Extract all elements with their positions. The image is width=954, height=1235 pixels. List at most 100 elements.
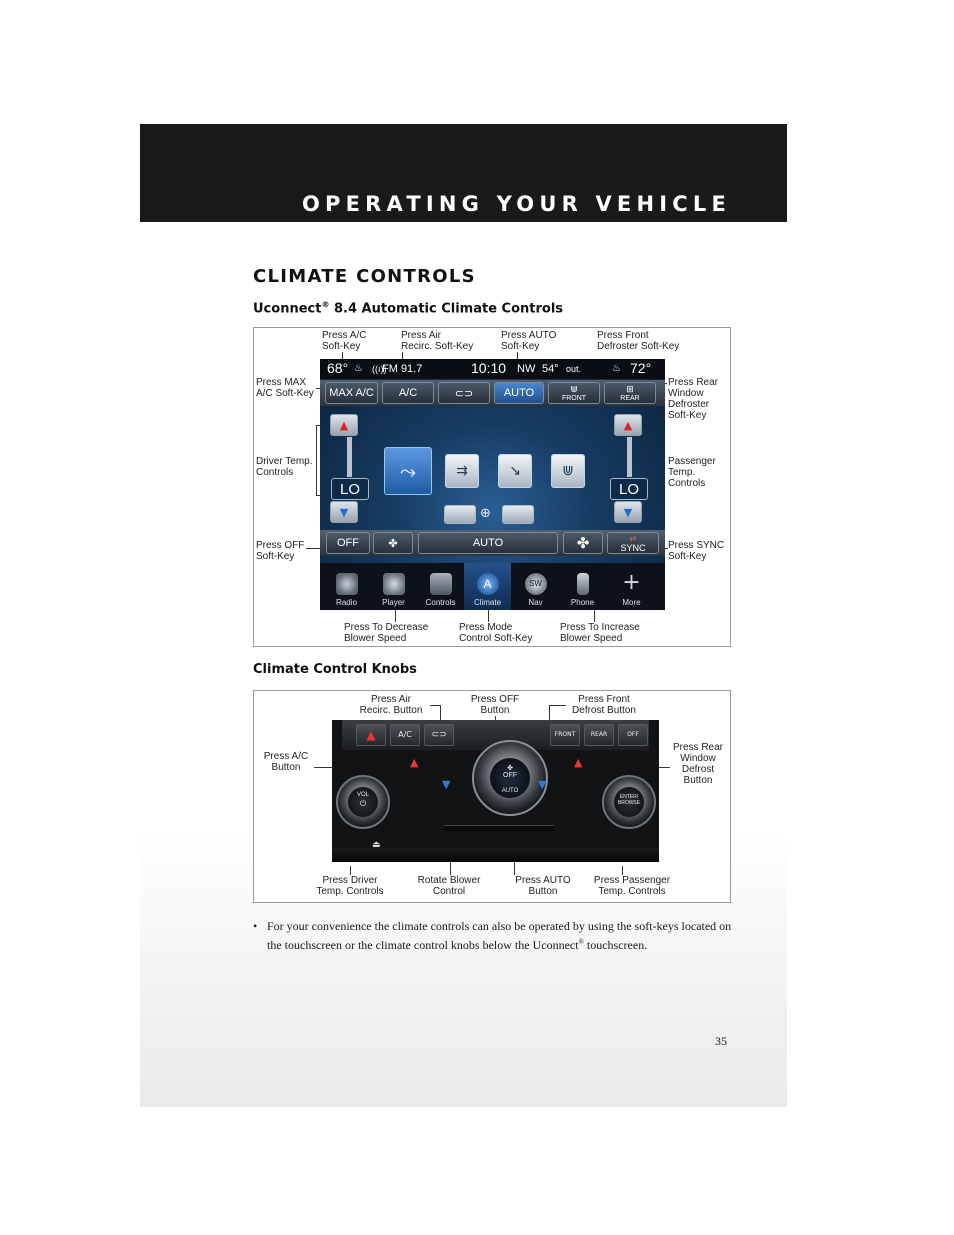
down-arrow-icon: ▼ <box>623 505 633 519</box>
leader-line <box>316 425 317 495</box>
passenger-temp-up-button[interactable]: ▲ <box>614 414 642 436</box>
sync-softkey[interactable]: ⇄SYNC <box>607 532 659 554</box>
leader-line <box>350 866 351 875</box>
climate-knobs-photo: ▲ A/C ⊂⊃ FRONT REAR OFF VOL ⏻ ENTER/ BRO… <box>332 720 659 862</box>
enter-browse-knob[interactable]: ENTER/ BROWSE <box>602 775 656 829</box>
section-title: CLIMATE CONTROLS <box>253 266 476 287</box>
leader-line <box>440 705 441 730</box>
front-defrost-softkey[interactable]: ⋓FRONT <box>548 382 600 404</box>
fan-small-icon: ✤ <box>388 537 398 550</box>
seated-airflow-bilevel-icon: ⇉ <box>456 463 468 479</box>
nav-phone[interactable]: Phone <box>559 563 606 610</box>
climate-softkey-row: MAX A/C A/C ⊂⊃ AUTO ⋓FRONT ⊞REAR <box>320 380 665 406</box>
hazard-button[interactable]: ▲ <box>356 724 386 746</box>
driver-temp-up-button[interactable]: ▲ <box>330 414 358 436</box>
recirc-softkey[interactable]: ⊂⊃ <box>438 382 490 404</box>
passenger-temp-down-button[interactable]: ▼ <box>614 501 642 523</box>
radio-icon: ((ı)) <box>372 364 387 374</box>
driver-temp-up-icon[interactable]: ▲ <box>410 756 419 769</box>
climate-off-softkey[interactable]: OFF <box>326 532 370 554</box>
volume-knob-center <box>348 787 378 817</box>
rear-defrost-button[interactable]: REAR <box>584 724 614 746</box>
vented-seat-button[interactable] <box>502 505 534 524</box>
status-outside-temp: 54° <box>542 363 559 375</box>
eject-icon[interactable]: ⏏ <box>372 840 381 850</box>
bullet-mark: • <box>253 919 258 933</box>
fan-increase-softkey[interactable]: ✤ <box>563 532 603 554</box>
heated-seat-icon: ♨ <box>612 363 621 374</box>
callout-driver-temp: Driver Temp.Controls <box>256 456 313 478</box>
cd-slot <box>444 825 554 831</box>
mode-mix-button[interactable]: ⋓ <box>551 454 585 488</box>
enter-browse-knob-center <box>614 787 644 817</box>
leader-line <box>306 548 326 549</box>
fan-control-row: OFF ✤ AUTO ✤ ⇄SYNC <box>320 530 665 556</box>
fan-decrease-softkey[interactable]: ✤ <box>373 532 413 554</box>
auto-softkey[interactable]: AUTO <box>494 382 544 404</box>
ac-softkey[interactable]: A/C <box>382 382 434 404</box>
enter-browse-label: ENTER/ BROWSE <box>617 794 641 806</box>
recirc-car-icon: ⊂⊃ <box>454 387 474 400</box>
blower-knob-center <box>490 758 530 798</box>
leader-line <box>549 705 566 706</box>
leader-line <box>622 866 623 875</box>
nav-controls[interactable]: Controls <box>417 563 464 610</box>
nav-radio[interactable]: Radio <box>323 563 370 610</box>
seated-airflow-mix-icon: ⋓ <box>562 463 574 479</box>
heated-seat-button[interactable] <box>444 505 476 524</box>
passenger-temp-down-icon[interactable]: ▼ <box>538 778 547 791</box>
mode-panel-button[interactable]: ⤳ <box>384 447 432 495</box>
page-header-title: OPERATING YOUR VEHICLE <box>301 192 731 216</box>
up-arrow-icon: ▲ <box>623 418 633 432</box>
climate-auto-fan-softkey[interactable]: AUTO <box>418 532 558 554</box>
passenger-temp-display: LO <box>610 478 648 500</box>
mode-bilevel-button[interactable]: ⇉ <box>445 454 479 488</box>
radio-tower-icon <box>335 573 358 595</box>
page-number: 35 <box>715 1034 727 1048</box>
knobs-subtitle: Climate Control Knobs <box>253 662 417 677</box>
seated-airflow-panel-icon: ⤳ <box>400 459 416 483</box>
up-arrow-icon: ▲ <box>339 418 349 432</box>
rear-defrost-softkey[interactable]: ⊞REAR <box>604 382 656 404</box>
blower-knob[interactable]: ✤ OFF AUTO <box>472 740 548 816</box>
volume-knob[interactable]: VOL ⏻ <box>336 775 390 829</box>
ac-button[interactable]: A/C <box>390 724 420 746</box>
nav-more[interactable]: +More <box>622 570 641 608</box>
passenger-temp-up-icon[interactable]: ▲ <box>574 756 583 769</box>
page-header-bar: OPERATING YOUR VEHICLE <box>140 124 787 222</box>
driver-temp-down-button[interactable]: ▼ <box>330 501 358 523</box>
rear-defrost-icon: ⊞ <box>626 384 634 394</box>
driver-temp-down-icon[interactable]: ▼ <box>442 778 451 791</box>
recirc-button[interactable]: ⊂⊃ <box>424 724 454 746</box>
mode-floor-button[interactable]: ↘ <box>498 454 532 488</box>
status-radio: FM 91.7 <box>382 363 423 375</box>
heated-seat-icon: ♨ <box>354 363 363 374</box>
blower-auto-label: AUTO <box>501 788 519 794</box>
plus-icon: + <box>622 570 641 595</box>
seat-button[interactable]: OFF <box>618 724 648 746</box>
sync-icon: ⇄ <box>629 533 637 543</box>
fan-icon: ✤ <box>507 765 513 772</box>
nav-player[interactable]: Player <box>370 563 417 610</box>
front-defrost-button[interactable]: FRONT <box>550 724 580 746</box>
down-arrow-icon: ▼ <box>339 505 349 519</box>
controls-icon <box>429 573 452 595</box>
status-driver-temp: 68° <box>327 360 349 376</box>
max-ac-softkey[interactable]: MAX A/C <box>325 382 378 404</box>
